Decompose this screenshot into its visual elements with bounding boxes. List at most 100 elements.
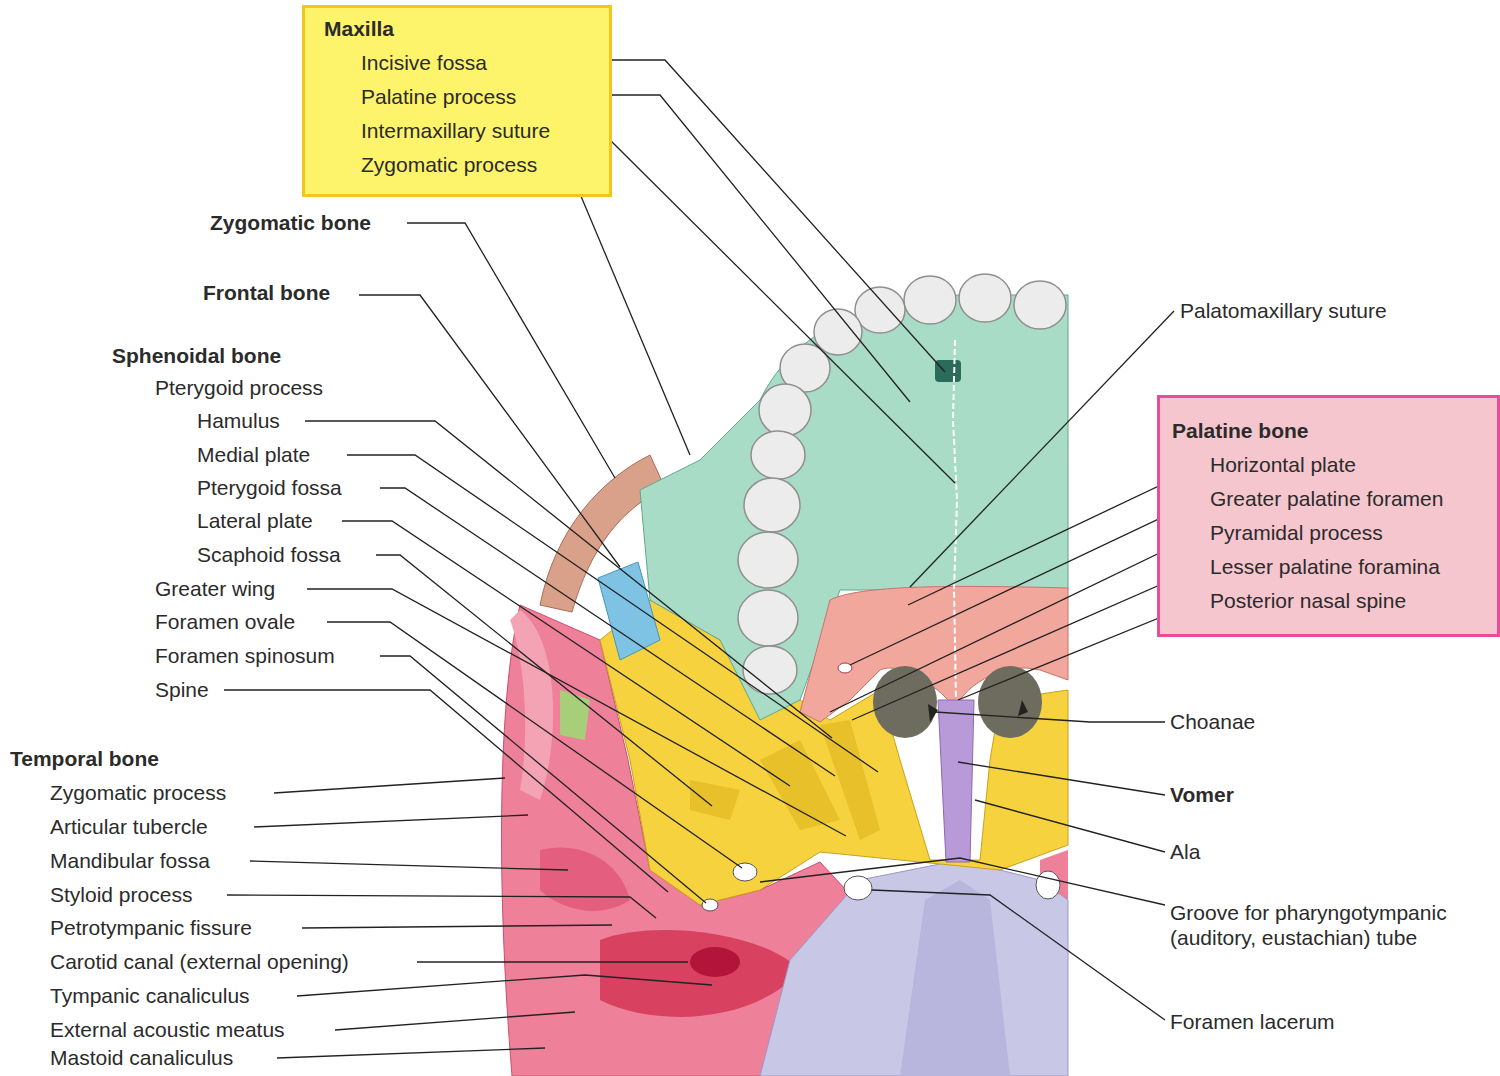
- zygomatic-arch-shading: [510, 610, 553, 800]
- part-label: Tympanic canaliculus: [50, 983, 250, 1008]
- leader-line: [250, 861, 568, 870]
- part-label: Greater palatine foramen: [1172, 482, 1483, 516]
- foramen-spinosum: [702, 899, 718, 911]
- part-label: Carotid canal (external opening): [50, 949, 349, 974]
- leader-line: [307, 589, 846, 836]
- leader-line: [600, 130, 955, 483]
- tooth: [751, 431, 805, 479]
- leader-line: [342, 521, 790, 786]
- panel-heading: Maxilla: [324, 12, 595, 46]
- part-label: Lesser palatine foramina: [1172, 550, 1483, 584]
- bone-name: Sphenoidal bone: [112, 343, 281, 368]
- vomer: [938, 700, 974, 862]
- tooth: [855, 287, 905, 333]
- leader-line: [224, 690, 668, 892]
- part-label: Palatine process: [324, 80, 595, 114]
- part-label: Posterior nasal spine: [1172, 584, 1483, 618]
- part-label: External acoustic meatus: [50, 1017, 285, 1042]
- tooth: [1014, 281, 1066, 329]
- leader-line: [975, 800, 1165, 852]
- part-label: Zygomatic process: [324, 148, 595, 182]
- incisive-fossa: [935, 360, 961, 382]
- tooth: [738, 590, 798, 646]
- foramen-lacerum: [1036, 871, 1060, 899]
- part-label: Lateral plate: [197, 508, 313, 533]
- bone-name: Zygomatic bone: [210, 210, 371, 235]
- part-label: Pyramidal process: [1172, 516, 1483, 550]
- leader-line: [380, 488, 835, 776]
- basilar-part: [900, 880, 1010, 1076]
- arrowhead: [1018, 700, 1028, 716]
- panel-heading: Palatine bone: [1172, 414, 1483, 448]
- part-label: Pterygoid fossa: [197, 475, 342, 500]
- leader-line: [359, 295, 620, 567]
- leader-line: [335, 1012, 575, 1030]
- teeth: [738, 274, 1066, 694]
- part-label: Palatomaxillary suture: [1180, 298, 1387, 323]
- bone-name: Vomer: [1170, 782, 1234, 807]
- foramen-ovale: [733, 863, 757, 881]
- bone-name: Frontal bone: [203, 280, 330, 305]
- arrowhead: [928, 704, 938, 722]
- choana: [873, 666, 937, 738]
- pterygoid-plate: [760, 740, 840, 830]
- intermaxillary-suture: [953, 340, 957, 700]
- part-label: Intermaxillary suture: [324, 114, 595, 148]
- leader-line: [872, 890, 1165, 1020]
- part-label: Hamulus: [197, 408, 280, 433]
- leader-lines: [224, 60, 1203, 1058]
- tooth: [814, 309, 862, 355]
- part-label: Mandibular fossa: [50, 848, 210, 873]
- leader-line: [254, 815, 528, 827]
- leader-line: [852, 566, 1203, 720]
- tooth: [744, 478, 800, 532]
- leader-line: [850, 498, 1203, 665]
- bone-panel: MaxillaIncisive fossaPalatine processInt…: [302, 5, 612, 197]
- tooth: [743, 646, 797, 694]
- part-label: Greater wing: [155, 576, 275, 601]
- choana: [978, 666, 1042, 738]
- part-label: Pterygoid process: [155, 375, 323, 400]
- part-label: Foramen ovale: [155, 609, 295, 634]
- leader-line: [277, 1048, 545, 1058]
- part-label: Choanae: [1170, 709, 1255, 734]
- leader-line: [327, 622, 742, 868]
- tooth: [738, 532, 798, 588]
- part-label: Foramen lacerum: [1170, 1009, 1335, 1034]
- leader-line: [575, 182, 690, 455]
- leader-line: [302, 925, 612, 928]
- leader-line: [274, 778, 505, 793]
- part-label: Articular tubercle: [50, 814, 208, 839]
- leader-line: [760, 858, 1165, 905]
- leader-line: [958, 762, 1165, 795]
- part-label: Petrotympanic fissure: [50, 915, 252, 940]
- part-label: Mastoid canaliculus: [50, 1045, 233, 1070]
- part-label: Spine: [155, 677, 209, 702]
- part-label: Ala: [1170, 839, 1200, 864]
- bone-panel: Palatine boneHorizontal plateGreater pal…: [1157, 395, 1500, 637]
- tooth: [959, 274, 1011, 322]
- part-label: Incisive fossa: [324, 46, 595, 80]
- mandibular-fossa: [540, 847, 630, 910]
- tooth: [904, 276, 956, 324]
- bone-fragment: [560, 690, 590, 740]
- carotid-canal: [690, 947, 740, 977]
- foramen-lacerum: [844, 876, 872, 900]
- part-label: Styloid process: [50, 882, 192, 907]
- leader-line: [407, 223, 615, 478]
- leader-line: [417, 961, 688, 962]
- part-label: Foramen spinosum: [155, 643, 335, 668]
- part-label: Groove for pharyngotympanic (auditory, e…: [1170, 900, 1490, 950]
- leader-line: [910, 311, 1174, 587]
- bone-name: Temporal bone: [10, 746, 159, 771]
- leader-line: [227, 895, 656, 918]
- leader-line: [935, 712, 1165, 722]
- part-label: Horizontal plate: [1172, 448, 1483, 482]
- leader-line: [297, 975, 712, 996]
- scaphoid-fossa: [690, 780, 740, 820]
- part-label: Zygomatic process: [50, 780, 226, 805]
- tooth: [759, 384, 811, 436]
- leader-line: [830, 532, 1203, 712]
- petrous-region: [600, 930, 800, 1017]
